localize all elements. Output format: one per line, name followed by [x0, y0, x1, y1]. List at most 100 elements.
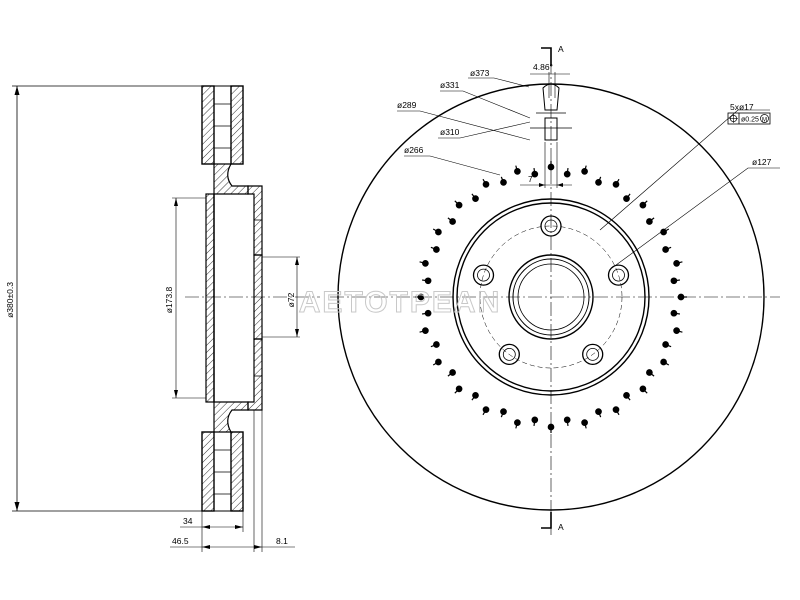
flange-inner-top: [230, 85, 244, 165]
rim-vent-slot: [615, 409, 620, 416]
rim-vent-slot: [665, 246, 672, 251]
rim-vent-slot: [454, 200, 460, 206]
angle-label: 4.86°: [533, 62, 553, 72]
hat-wall-outer: [205, 193, 215, 403]
bolt-hole: [498, 343, 520, 366]
bolt-hole: [472, 264, 495, 286]
bolt-hole: [582, 343, 604, 366]
slot-detail: [542, 83, 560, 111]
rim-vent-slot: [615, 178, 620, 185]
rim-vent-slot: [422, 279, 429, 282]
slot-detail-lower: [544, 117, 558, 141]
total-height-label: 46.5: [172, 536, 189, 546]
rim-vent-slot: [663, 361, 670, 366]
d310-label: ø310: [440, 127, 460, 137]
section-mark-bottom: A: [558, 522, 564, 532]
d310-leader: [438, 121, 531, 139]
rim-vent-hole: [435, 228, 442, 236]
rim-vent-slot: [432, 361, 439, 366]
rim-vent-slot: [447, 372, 453, 377]
d127-leader: [611, 167, 780, 269]
section-cut-top: [541, 47, 552, 66]
rim-vent-slot: [432, 228, 439, 233]
watermark: AETOTPEAN: [299, 286, 501, 319]
hat-outer-edge: [452, 198, 650, 396]
rim-vent-slot: [676, 330, 683, 333]
d266-leader: [404, 155, 501, 176]
bolt-holes-leader: [599, 109, 770, 231]
tolerance-modifier-label: M: [762, 117, 767, 123]
hat-inner-edge: [456, 202, 646, 392]
rim-vent-slot: [454, 388, 460, 394]
rim-vent-slot: [482, 409, 487, 416]
rim-vent-slot: [419, 330, 426, 333]
slot-arrow-left: [539, 183, 545, 187]
center-bore-outer: [508, 254, 594, 340]
slot-arrow-right: [557, 183, 563, 187]
bore-label: ø72: [286, 292, 296, 307]
rim-vent-hole: [433, 246, 440, 253]
rim-vent-slot: [673, 312, 680, 315]
rim-vent-slot: [676, 261, 683, 264]
bolt-hole: [607, 264, 630, 286]
od-arrow-bottom: [14, 502, 20, 511]
front-view: [330, 47, 780, 535]
d289-leader: [397, 110, 531, 141]
center-bore-inner: [512, 258, 590, 336]
rim-vent-slot: [626, 193, 631, 199]
rim-vent-slot: [597, 411, 602, 418]
rim-vent-slot: [663, 228, 670, 233]
total-arrow-right: [254, 545, 262, 549]
tolerance-frame: [727, 112, 771, 125]
rim-vent-slot: [430, 246, 437, 251]
hat-dia-label: ø173.8: [164, 286, 174, 313]
rim-vent-slot: [584, 422, 587, 429]
bolt-hole-inner: [586, 347, 600, 361]
bolt-holes: [472, 215, 630, 366]
rim-vent-slot: [566, 419, 569, 426]
thk-arrow-right: [235, 525, 243, 529]
d289-label: ø289: [397, 100, 417, 110]
hat-dia-arrow-top: [174, 198, 178, 206]
rim-vent-slot: [471, 193, 476, 199]
section-cut-bottom: [541, 512, 552, 529]
rim-vent-slot: [471, 395, 476, 401]
rim-vent-slot: [533, 419, 536, 426]
rim-vent-slot: [642, 388, 648, 394]
d331-label: ø331: [440, 80, 460, 90]
bolt-hole-inner: [477, 268, 490, 282]
rim-vent-slot: [626, 395, 631, 401]
rim-vent-slot: [515, 165, 518, 172]
d266-label: ø266: [404, 145, 424, 155]
slot-width-label: 7: [528, 174, 533, 184]
hat-top: [247, 185, 263, 256]
rim-vent-slot: [597, 176, 602, 183]
center-bore-fillet: [517, 263, 585, 331]
rim-vent-slot: [500, 411, 505, 418]
rim-vent-slot: [515, 422, 518, 429]
hub-face: [253, 254, 263, 340]
hat-offset-label: 8.1: [276, 536, 288, 546]
rim-vent-slot: [533, 168, 536, 175]
section-view: [12, 85, 320, 552]
rim-vent-holes: [415, 161, 687, 433]
bolt-hole: [540, 215, 562, 237]
rim-vent-slot: [430, 343, 437, 348]
rim-vent-slot: [482, 178, 487, 185]
bore-arrow-top: [295, 257, 299, 265]
rim-vent-slot: [649, 372, 655, 377]
d127-label: ø127: [752, 157, 772, 167]
rim-vent-slot: [500, 176, 505, 183]
hat-neck-bottom: [213, 401, 249, 433]
thk-arrow-left: [202, 525, 210, 529]
tolerance-value-label: ø0.25: [741, 117, 759, 124]
rim-vent-slot: [422, 312, 429, 315]
rim-vent-slot: [419, 261, 426, 264]
od-arrow-top: [14, 86, 20, 95]
flange-outer-bottom: [201, 431, 215, 512]
total-arrow-left: [202, 545, 210, 549]
rim-vent-slot: [584, 165, 587, 172]
hat-bottom: [247, 338, 263, 411]
bolt-hole-inner: [502, 347, 516, 361]
